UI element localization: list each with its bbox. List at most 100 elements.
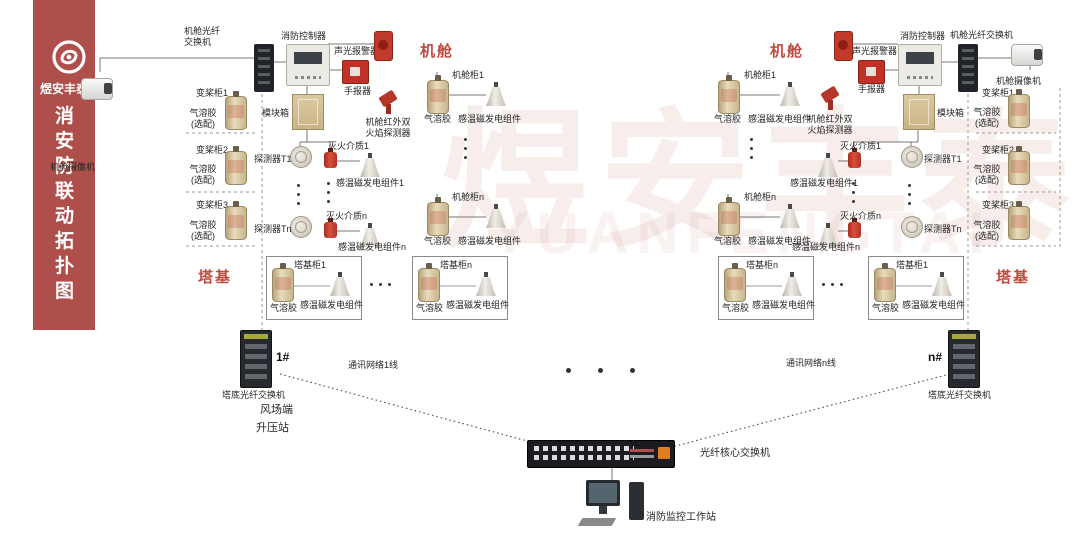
brand-logo-icon bbox=[52, 40, 86, 74]
agent1-label: 灭火介质1 bbox=[840, 141, 882, 151]
aerosol-canister-icon bbox=[1008, 89, 1030, 128]
module-box-label: 模块箱 bbox=[262, 108, 290, 118]
tower-cab1-label: 塔基柜1 bbox=[294, 260, 327, 270]
thermo-generator-icon bbox=[782, 272, 802, 296]
pitch-cab1-label: 变桨柜1 bbox=[982, 88, 1015, 98]
thermo-unit-label: 感温磁发电组件 bbox=[902, 300, 966, 310]
nacelle-fiber-switch-icon bbox=[958, 44, 978, 92]
thermo-unitn-label: 感温磁发电组件n bbox=[792, 242, 861, 252]
detector-tn-label: 探测器Tn bbox=[924, 224, 962, 234]
thermo-generator-icon bbox=[932, 272, 952, 296]
network-line1-label: 通讯网络1线 bbox=[348, 360, 399, 370]
switch-1-id: 1# bbox=[276, 350, 290, 364]
sound-light-alarm-icon bbox=[374, 31, 393, 61]
thermo-unit-label: 感温磁发电组件 bbox=[748, 114, 812, 124]
nacelle-cab1-label: 机舱柜1 bbox=[452, 70, 485, 80]
detector-t1-label: 探测器T1 bbox=[924, 154, 962, 164]
manual-call-point-icon bbox=[342, 60, 369, 84]
nacelle-camera-label: 机舱摄像机 bbox=[996, 76, 1042, 86]
ellipsis-dots bbox=[852, 182, 855, 185]
extinguishing-agent-icon bbox=[324, 148, 337, 168]
tower-base-section-title: 塔基 bbox=[198, 269, 233, 286]
thermo-generator-icon bbox=[330, 272, 350, 296]
tower-cab1-label: 塔基柜1 bbox=[896, 260, 929, 270]
thermo-unit-label: 感温磁发电组件 bbox=[458, 114, 522, 124]
thermo-generator-icon bbox=[486, 204, 506, 228]
aerosol-optional-label: 气溶胶 (选配) bbox=[973, 220, 1001, 241]
thermo-unit1-label: 感温磁发电组件1 bbox=[336, 178, 405, 188]
aerosol-canister-icon bbox=[1008, 201, 1030, 240]
aerosol-canister-icon bbox=[427, 197, 449, 236]
loop-detector-icon bbox=[901, 216, 923, 238]
thermo-unit-label: 感温磁发电组件 bbox=[752, 300, 816, 310]
module-box-label: 模块箱 bbox=[937, 108, 965, 118]
nacelle-cabn-label: 机舱柜n bbox=[452, 192, 485, 202]
aerosol-canister-icon bbox=[718, 197, 740, 236]
extinguishing-agent-icon bbox=[324, 218, 337, 238]
flame-detector-label: 机舱红外双 火焰探测器 bbox=[807, 114, 853, 135]
core-switch-icon bbox=[527, 440, 675, 468]
sound-light-alarm-label: 声光报警器 bbox=[852, 46, 898, 56]
nacelle-fiber-switch-label: 机舱光纤交换机 bbox=[184, 26, 221, 47]
ellipsis-dots bbox=[370, 283, 373, 286]
ellipsis-dots bbox=[464, 138, 467, 141]
switch-n-id: n# bbox=[928, 350, 943, 364]
ellipsis-dots bbox=[297, 184, 300, 187]
nacelle-fiber-switch-icon bbox=[254, 44, 274, 92]
aerosol-label: 气溶胶 bbox=[424, 114, 452, 124]
thermo-generator-icon bbox=[476, 272, 496, 296]
thermo-unit-label: 感温磁发电组件 bbox=[300, 300, 364, 310]
nacelle-camera-icon bbox=[1008, 34, 1048, 80]
flame-detector-icon bbox=[378, 90, 400, 116]
aerosol-optional-label: 气溶胶 (选配) bbox=[189, 108, 217, 129]
thermo-unit-label: 感温磁发电组件 bbox=[748, 236, 812, 246]
manual-call-point-icon bbox=[858, 60, 885, 84]
aerosol-canister-icon bbox=[724, 263, 746, 302]
sound-light-alarm-label: 声光报警器 bbox=[334, 46, 380, 56]
aerosol-optional-label: 气溶胶 (选配) bbox=[973, 107, 1001, 128]
thermo-generator-icon bbox=[360, 223, 380, 247]
extinguishing-agent-icon bbox=[848, 148, 861, 168]
fire-controller-label: 消防控制器 bbox=[900, 31, 946, 41]
network-linen-label: 通讯网络n线 bbox=[786, 358, 837, 368]
thermo-generator-icon bbox=[780, 204, 800, 228]
tower-base-section-title: 塔基 bbox=[996, 269, 1031, 286]
detector-t1-label: 探测器T1 bbox=[254, 154, 292, 164]
pitch-cab2-label: 变桨柜2 bbox=[982, 145, 1015, 155]
flame-detector-label: 机舱红外双 火焰探测器 bbox=[365, 117, 411, 138]
agentn-label: 灭火介质n bbox=[840, 211, 882, 221]
sound-light-alarm-icon bbox=[834, 31, 853, 61]
ellipsis-dots bbox=[750, 138, 753, 141]
aerosol-optional-label: 气溶胶 (选配) bbox=[973, 164, 1001, 185]
aerosol-canister-icon bbox=[225, 91, 247, 130]
thermo-generator-icon bbox=[360, 153, 380, 177]
aerosol-canister-icon bbox=[272, 263, 294, 302]
brand-name: 煜安丰泰 bbox=[39, 82, 88, 96]
tower-bottom-switch-label: 塔底光纤交换机 bbox=[928, 390, 992, 400]
aerosol-canister-icon bbox=[874, 263, 896, 302]
flame-detector-icon bbox=[820, 86, 842, 112]
thermo-generator-icon bbox=[486, 82, 506, 106]
tower-cabn-label: 塔基柜n bbox=[746, 260, 779, 270]
workstation-icon bbox=[577, 478, 646, 530]
aerosol-optional-label: 气溶胶 (选配) bbox=[189, 164, 217, 185]
aerosol-label: 气溶胶 bbox=[714, 236, 742, 246]
thermo-generator-icon bbox=[818, 153, 838, 177]
aerosol-label: 气溶胶 bbox=[416, 303, 444, 313]
agentn-label: 灭火介质n bbox=[326, 211, 368, 221]
tower-bottom-switch-icon bbox=[948, 330, 980, 388]
nacelle-fiber-switch-label: 机舱光纤交换机 bbox=[950, 30, 1014, 40]
wind-farm-side-label: 风场端 bbox=[260, 404, 293, 416]
manual-call-point-label: 手报器 bbox=[858, 84, 886, 94]
module-box-icon bbox=[903, 94, 935, 130]
thermo-unit1-label: 感温磁发电组件1 bbox=[790, 178, 859, 188]
fire-controller-label: 消防控制器 bbox=[281, 31, 327, 41]
aerosol-canister-icon bbox=[418, 263, 440, 302]
aerosol-canister-icon bbox=[718, 75, 740, 114]
thermo-unitn-label: 感温磁发电组件n bbox=[338, 242, 407, 252]
ellipsis-dots bbox=[327, 182, 330, 185]
nacelle-camera-icon bbox=[78, 68, 118, 114]
aerosol-label: 气溶胶 bbox=[270, 303, 298, 313]
nacelle-camera-label: 机舱摄像机 bbox=[50, 162, 96, 172]
nacelle-cabn-label: 机舱柜n bbox=[744, 192, 777, 202]
